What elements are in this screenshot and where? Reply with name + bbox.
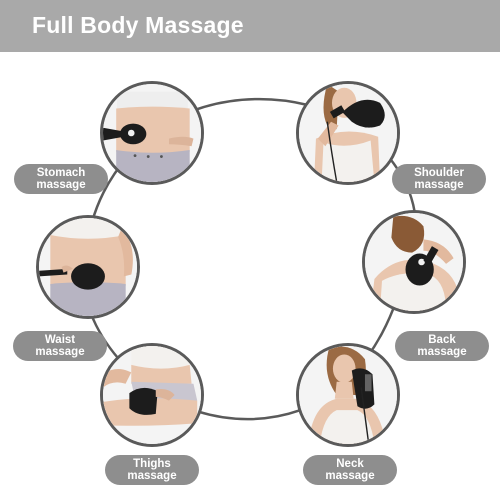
stomach-massage-label: Stomach massage — [14, 164, 108, 194]
shoulder-photo-icon — [299, 84, 397, 182]
neck-photo-icon — [299, 346, 397, 444]
back-photo-icon — [365, 213, 463, 311]
stomach-photo-icon — [103, 84, 201, 182]
stomach-massage-photo — [100, 81, 204, 185]
thighs-massage-photo — [100, 343, 204, 447]
back-massage-label: Back massage — [395, 331, 489, 361]
back-massage-photo — [362, 210, 466, 314]
waist-photo-icon — [39, 218, 137, 316]
thighs-massage-label: Thighs massage — [105, 455, 199, 485]
shoulder-massage-label: Shoulder massage — [392, 164, 486, 194]
neck-massage-photo — [296, 343, 400, 447]
waist-massage-photo — [36, 215, 140, 319]
waist-massage-label: Waist massage — [13, 331, 107, 361]
page-title: Full Body Massage — [32, 12, 244, 38]
neck-massage-label: Neck massage — [303, 455, 397, 485]
header-banner: Full Body Massage — [0, 0, 500, 52]
thighs-photo-icon — [103, 346, 201, 444]
shoulder-massage-photo — [296, 81, 400, 185]
